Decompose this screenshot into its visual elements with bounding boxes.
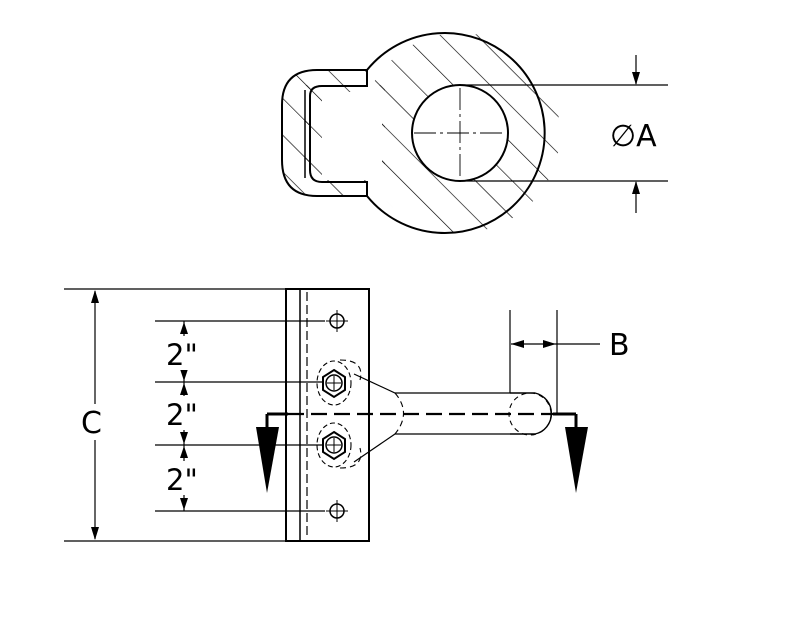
mounting-hole-top xyxy=(326,310,348,332)
bolt-upper xyxy=(316,360,352,406)
dimension-c-label: C xyxy=(81,406,102,441)
cut-arrow-right xyxy=(565,427,588,493)
mounting-hole-bottom xyxy=(326,500,348,522)
bolt-lower xyxy=(316,422,352,468)
section-view: ∅A xyxy=(281,32,668,234)
dimension-c: C xyxy=(78,290,112,540)
u-clip xyxy=(281,69,368,197)
spacing-dimensions: 2" 2" 2" xyxy=(164,321,208,511)
spacing-label-2: 2" xyxy=(166,398,198,432)
spacing-label-3: 2" xyxy=(166,463,198,497)
cut-arrow-left xyxy=(256,427,279,493)
spacing-label-1: 2" xyxy=(166,338,198,372)
dimension-b-label: B xyxy=(609,328,630,363)
dimension-a-label: ∅A xyxy=(610,119,657,154)
body-outline xyxy=(366,32,546,234)
dimension-a: ∅A xyxy=(462,55,668,213)
front-view: C 2" 2" 2" xyxy=(64,288,630,542)
dimension-b: B xyxy=(509,310,630,414)
section-cut-line xyxy=(256,412,588,493)
arm-bracket xyxy=(353,373,510,463)
